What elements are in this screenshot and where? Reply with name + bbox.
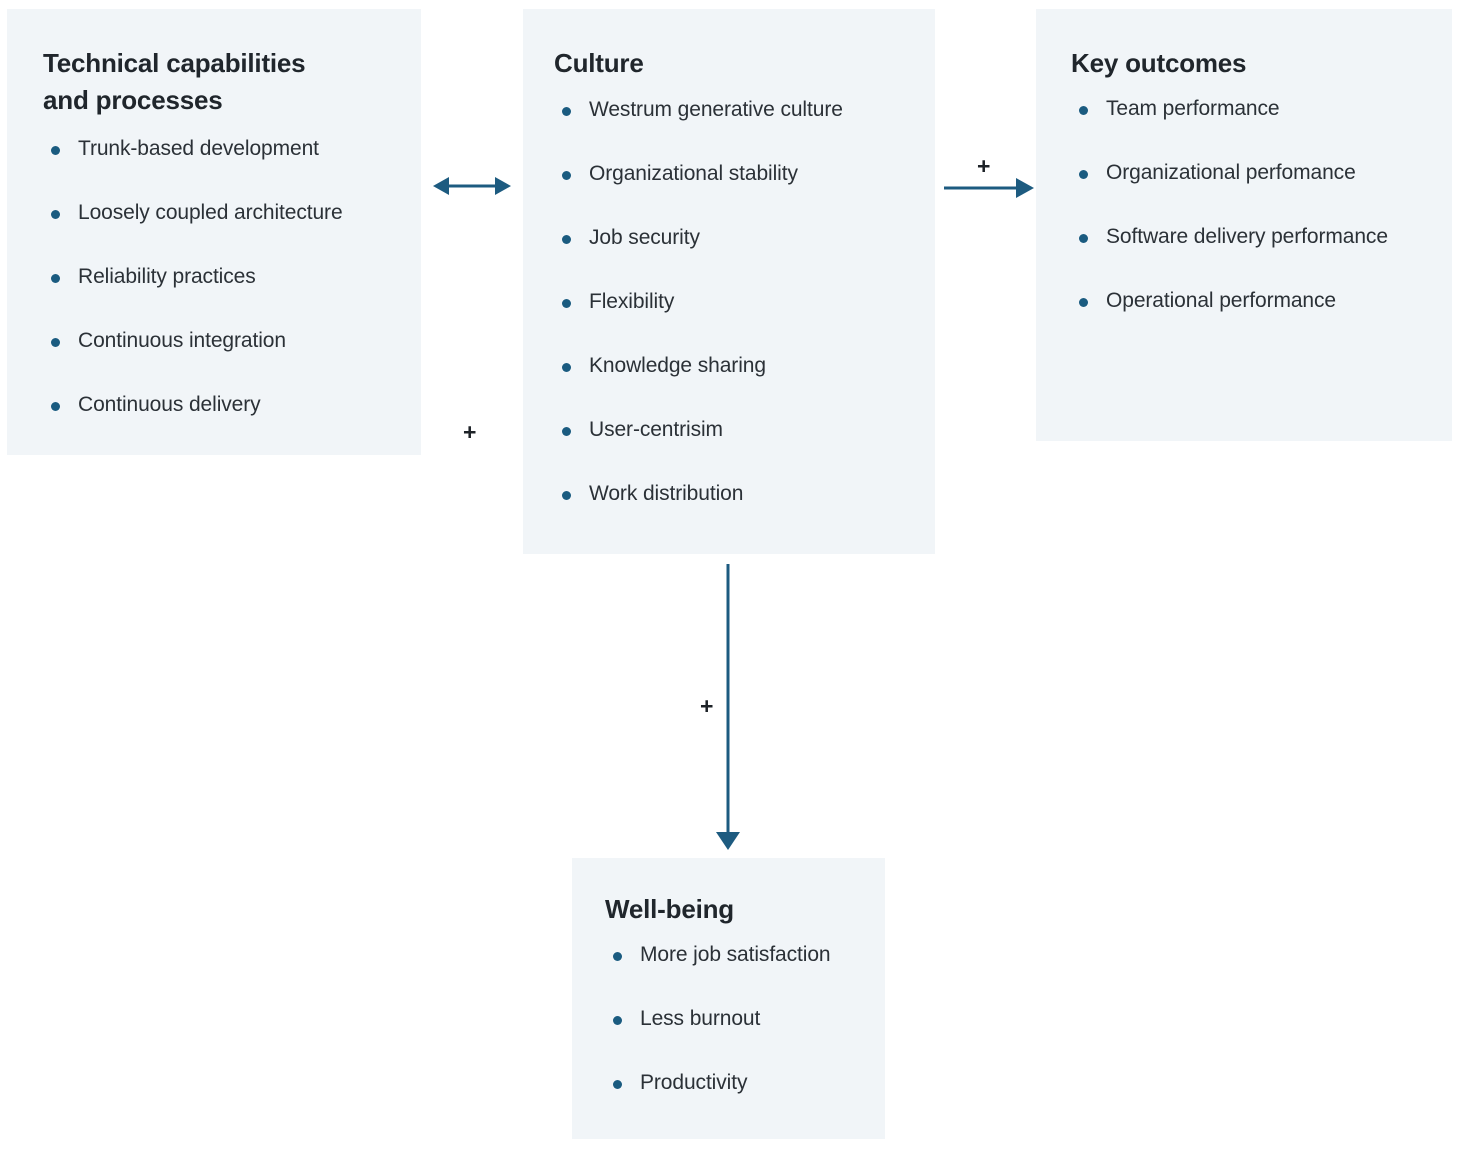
list-item: Software delivery performance xyxy=(1071,223,1411,251)
list-item: Organizational perfomance xyxy=(1071,159,1411,187)
list-item-label: More job satisfaction xyxy=(640,943,831,966)
list-item-label: Team performance xyxy=(1106,97,1280,120)
list-item: Trunk-based development xyxy=(43,135,343,163)
list-item: Loosely coupled architecture xyxy=(43,199,343,227)
list-item-label: Reliability practices xyxy=(78,265,256,288)
list-item: Team performance xyxy=(1071,95,1411,123)
list-item-label: Westrum generative culture xyxy=(589,98,843,121)
box-culture-title: Culture xyxy=(554,48,644,78)
box-technical-capabilities: Technical capabilities and processes Tru… xyxy=(7,9,421,455)
list-item: Operational performance xyxy=(1071,287,1411,315)
plus-label-technical-culture: + xyxy=(463,419,477,445)
box-well-being: Well-being More job satisfaction Less bu… xyxy=(572,858,885,1139)
list-item: Work distribution xyxy=(554,480,843,508)
list-item-label: Productivity xyxy=(640,1071,748,1094)
list-item: Productivity xyxy=(605,1069,831,1097)
plus-label-culture-outcomes: + xyxy=(977,153,991,179)
box-wellbeing-list: More job satisfaction Less burnout Produ… xyxy=(605,941,831,1133)
list-item-label: Flexibility xyxy=(589,290,675,313)
arrow-right-icon xyxy=(944,178,1034,198)
list-item-label: Knowledge sharing xyxy=(589,354,766,377)
list-item: Continuous delivery xyxy=(43,391,343,419)
list-item: Westrum generative culture xyxy=(554,96,843,124)
double-arrow-icon xyxy=(433,177,511,195)
list-item-label: Organizational stability xyxy=(589,162,798,185)
list-item: Flexibility xyxy=(554,288,843,316)
arrow-icon-culture-outcomes xyxy=(940,170,1036,206)
arrow-icon-culture-wellbeing xyxy=(710,560,746,852)
box-culture: Culture Westrum generative culture Organ… xyxy=(523,9,935,554)
list-item: Reliability practices xyxy=(43,263,343,291)
list-item-label: Work distribution xyxy=(589,482,744,505)
box-key-outcomes: Key outcomes Team performance Organizati… xyxy=(1036,9,1452,441)
list-item-label: Continuous integration xyxy=(78,329,286,352)
box-culture-list: Westrum generative culture Organizationa… xyxy=(554,96,843,544)
box-outcomes-list: Team performance Organizational perfoman… xyxy=(1071,95,1411,351)
box-wellbeing-title: Well-being xyxy=(605,894,734,924)
list-item-label: User-centrisim xyxy=(589,418,723,441)
list-item-label: Job security xyxy=(589,226,700,249)
arrow-down-icon xyxy=(716,564,740,850)
list-item-label: Trunk-based development xyxy=(78,137,319,160)
list-item: Job security xyxy=(554,224,843,252)
list-item: Knowledge sharing xyxy=(554,352,843,380)
list-item: Continuous integration xyxy=(43,327,343,355)
list-item-label: Continuous delivery xyxy=(78,393,261,416)
box-technical-title: Technical capabilities and processes xyxy=(43,48,306,115)
list-item-label: Less burnout xyxy=(640,1007,761,1030)
double-arrow-icon-technical-culture xyxy=(430,168,514,204)
list-item: Organizational stability xyxy=(554,160,843,188)
list-item: More job satisfaction xyxy=(605,941,831,969)
list-item: User-centrisim xyxy=(554,416,843,444)
box-technical-list: Trunk-based development Loosely coupled … xyxy=(43,135,343,455)
plus-label-culture-wellbeing: + xyxy=(700,693,714,719)
list-item-label: Loosely coupled architecture xyxy=(78,201,343,224)
list-item-label: Operational performance xyxy=(1106,289,1336,312)
list-item-label: Software delivery performance xyxy=(1106,225,1388,248)
list-item-label: Organizational perfomance xyxy=(1106,161,1356,184)
list-item: Less burnout xyxy=(605,1005,831,1033)
box-outcomes-title: Key outcomes xyxy=(1071,48,1247,78)
